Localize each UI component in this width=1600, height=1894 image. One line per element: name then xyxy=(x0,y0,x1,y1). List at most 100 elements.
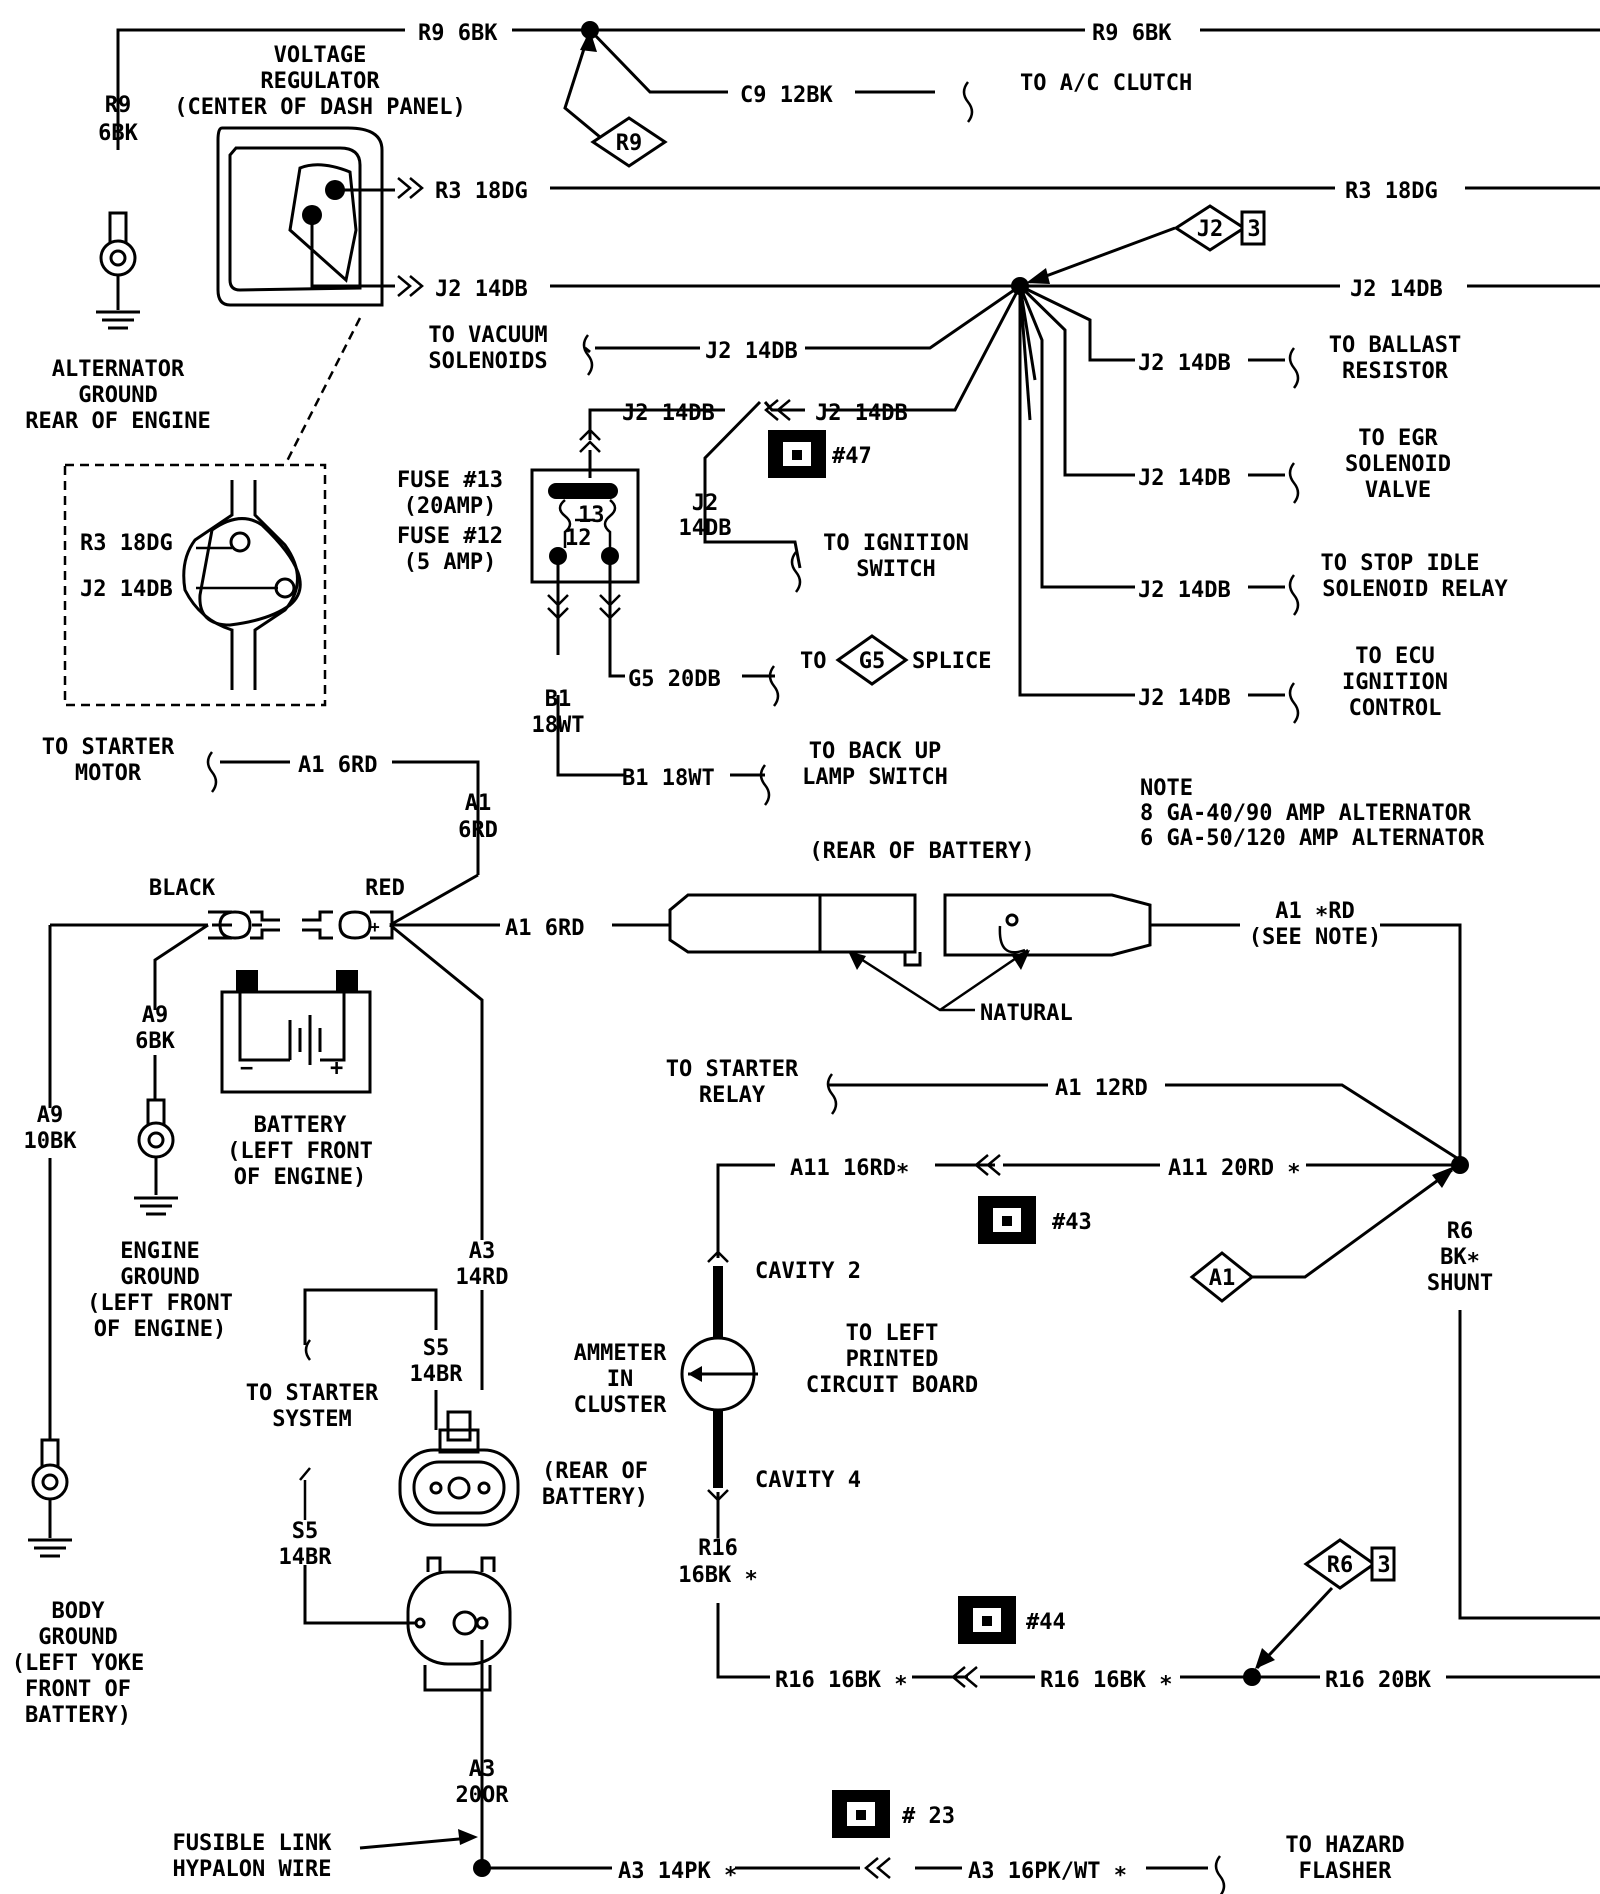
splice-shunt xyxy=(1451,1156,1469,1174)
battery-2: (LEFT FRONT xyxy=(227,1139,373,1164)
arrowheads xyxy=(458,30,1455,1845)
ammeter-3: CLUSTER xyxy=(574,1393,667,1418)
to-ballast-2: RESISTOR xyxy=(1342,359,1449,384)
to-g5-splice: SPLICE xyxy=(912,649,991,674)
to-ignition-1: TO IGNITION xyxy=(823,531,969,556)
fuse12-2: (5 AMP) xyxy=(404,550,497,575)
alternator-ground-3: REAR OF ENGINE xyxy=(25,409,210,434)
rear-of-battery-conn-1: (REAR OF xyxy=(542,1459,648,1484)
wire-a9-10bk-1: A9 xyxy=(37,1103,64,1128)
diamond-g5: G5 xyxy=(835,634,909,686)
battery-symbol xyxy=(208,910,394,1094)
battery-plus: + xyxy=(330,1056,343,1081)
battery-1: BATTERY xyxy=(254,1113,347,1138)
alternator-ground-1: ALTERNATOR xyxy=(52,357,185,382)
engine-ground-2: GROUND xyxy=(120,1265,199,1290)
wire-j2-ballast: J2 14DB xyxy=(1138,351,1231,376)
splice-a3 xyxy=(473,1859,491,1877)
wire-s5-upper-1: S5 xyxy=(423,1336,450,1361)
wire-b1-18wt: B1 18WT xyxy=(622,766,715,791)
wire-r3-18dg-right: R3 18DG xyxy=(1345,179,1438,204)
wire-a9-6bk-2: 6BK xyxy=(135,1029,175,1054)
wire-c9-12bk: C9 12BK xyxy=(740,83,833,108)
wire-r9-vertical-1: R9 xyxy=(105,93,132,118)
wire-j2-ecu: J2 14DB xyxy=(1138,686,1231,711)
wire-r16-vertical-1: R16 xyxy=(698,1536,738,1561)
arrowhead-r6 xyxy=(1255,1648,1275,1669)
red-label: RED xyxy=(365,876,405,901)
fusible-link-1: FUSIBLE LINK xyxy=(173,1831,333,1856)
fuse13-1: FUSE #13 xyxy=(397,468,503,493)
wire-s5-lower-1: S5 xyxy=(292,1519,319,1544)
to-left-pcb-1: TO LEFT xyxy=(846,1321,939,1346)
wire-j2-vertical-2: 14DB xyxy=(679,516,732,541)
to-hazard-2: FLASHER xyxy=(1299,1859,1392,1884)
wire-a3-14rd-2: 14RD xyxy=(456,1265,509,1290)
connector-23-label: # 23 xyxy=(902,1804,955,1829)
to-stop-idle-1: TO STOP IDLE xyxy=(1321,551,1480,576)
diamond-r6-label: R6 xyxy=(1327,1553,1354,1578)
arrowhead-fusible xyxy=(458,1829,478,1845)
fusible-link-2: HYPALON WIRE xyxy=(173,1857,332,1882)
engine-ground-4: OF ENGINE) xyxy=(94,1317,226,1342)
terminal-plus: + xyxy=(370,917,380,936)
body-ground-1: BODY xyxy=(52,1599,106,1624)
note-2: 8 GA-40/90 AMP ALTERNATOR xyxy=(1140,801,1472,826)
voltage-regulator xyxy=(216,126,395,307)
to-left-pcb-3: CIRCUIT BOARD xyxy=(806,1373,978,1398)
to-back-up-1: TO BACK UP xyxy=(809,739,941,764)
voltage-regulator-label-2: REGULATOR xyxy=(260,69,380,94)
wire-a1-6rd-starter: A1 6RD xyxy=(298,753,377,778)
fuse-block xyxy=(530,468,640,584)
diamond-a1-label: A1 xyxy=(1209,1266,1236,1291)
to-vacuum-1: TO VACUUM xyxy=(428,323,547,348)
wire-j2-14db-conn: J2 14DB xyxy=(815,401,908,426)
wire-g5-20db: G5 20DB xyxy=(628,667,721,692)
body-ground-4: FRONT OF xyxy=(25,1677,131,1702)
regulator-inset xyxy=(63,463,327,707)
to-left-pcb-2: PRINTED xyxy=(846,1347,939,1372)
wire-j2-14db-fuse: J2 14DB xyxy=(622,401,715,426)
diamond-r9: R9 xyxy=(590,116,668,168)
natural-leader xyxy=(849,948,1029,1012)
inset-j2: J2 14DB xyxy=(80,577,173,602)
arrowhead-j2 xyxy=(1026,268,1050,284)
wire-a1-6rd-battery: A1 6RD xyxy=(505,916,584,941)
diamond-j2-page: 3 xyxy=(1247,217,1260,242)
wire-s5-upper-2: 14BR xyxy=(410,1362,464,1387)
inline-connectors xyxy=(397,177,1001,1879)
wire-lines xyxy=(48,28,1600,1870)
wire-r16-20bk: R16 20BK xyxy=(1325,1668,1432,1693)
note-1: NOTE xyxy=(1140,776,1193,801)
to-starter-relay-2: RELAY xyxy=(699,1083,766,1108)
wire-a1-12rd: A1 12RD xyxy=(1055,1076,1148,1101)
cavity-4: CAVITY 4 xyxy=(755,1468,861,1493)
wire-j2-14db-vacuum: J2 14DB xyxy=(705,339,798,364)
wire-s5-lower-2: 14BR xyxy=(279,1545,333,1570)
wire-a1-rd-note-2: (SEE NOTE) xyxy=(1249,925,1381,950)
wire-r9-vertical-2: 6BK xyxy=(98,121,138,146)
wire-j2-vertical-1: J2 xyxy=(692,491,719,516)
to-ballast-1: TO BALLAST xyxy=(1329,333,1461,358)
to-vacuum-2: SOLENOIDS xyxy=(428,349,547,374)
wire-a9-10bk-2: 10BK xyxy=(24,1129,78,1154)
splice-j2 xyxy=(1011,277,1029,295)
wire-a1-vertical-1: A1 xyxy=(465,791,492,816)
wire-a11-16rd: A11 16RD∗ xyxy=(790,1156,909,1181)
engine-ground-3: (LEFT FRONT xyxy=(87,1291,233,1316)
connector-44: #44 xyxy=(958,1596,1066,1644)
diamond-r9-label: R9 xyxy=(616,131,643,156)
rear-of-battery-conn-2: BATTERY) xyxy=(542,1485,648,1510)
arrowhead-natural-left xyxy=(848,951,866,970)
connector-43: #43 xyxy=(978,1196,1092,1244)
to-back-up-2: LAMP SWITCH xyxy=(802,765,948,790)
wire-a3-14rd-1: A3 xyxy=(469,1239,496,1264)
inset-r3: R3 18DG xyxy=(80,531,173,556)
diamond-r6: R6 3 xyxy=(1303,1538,1396,1590)
fuse-number-13: 13 xyxy=(578,503,605,528)
to-ac-clutch: TO A/C CLUTCH xyxy=(1020,71,1192,96)
to-starter-system-1: TO STARTER xyxy=(246,1381,379,1406)
diamond-j2-label: J2 xyxy=(1197,217,1224,242)
natural-label: NATURAL xyxy=(980,1001,1073,1026)
